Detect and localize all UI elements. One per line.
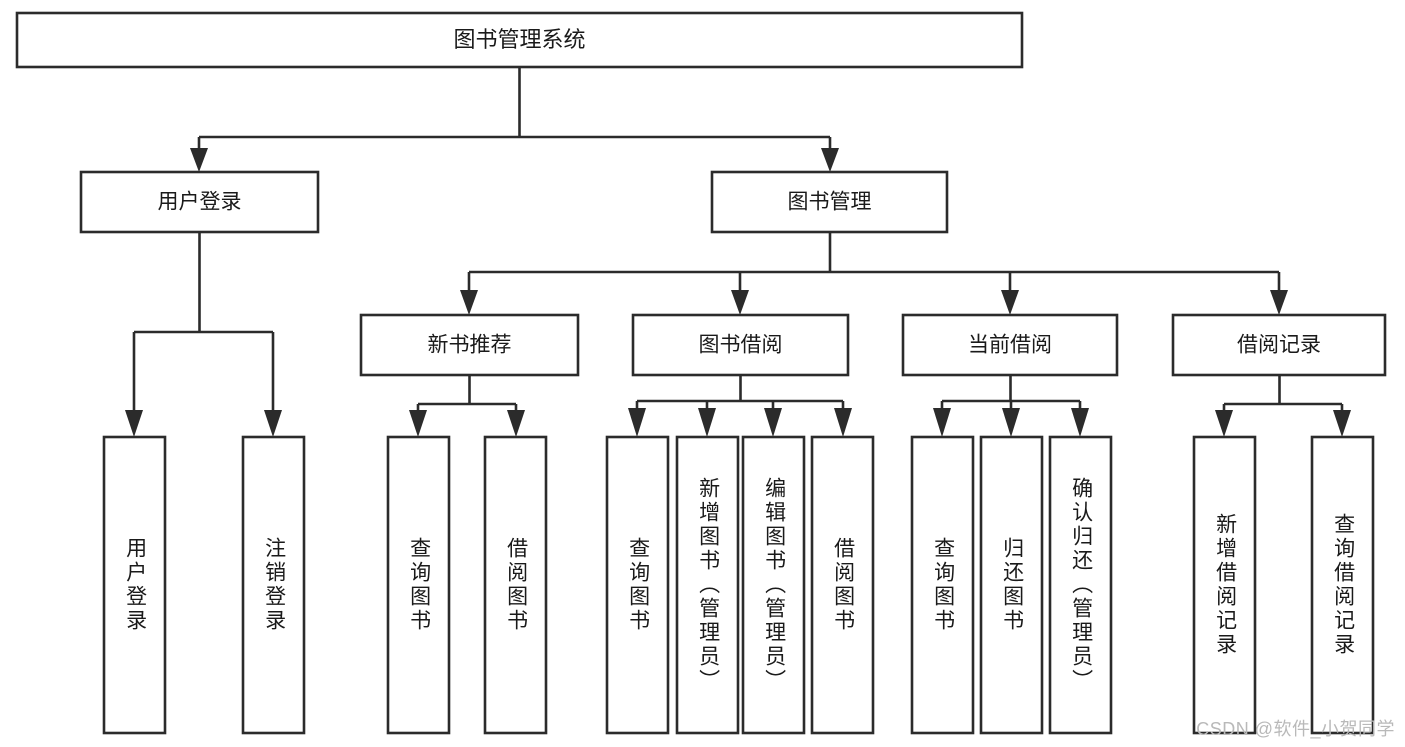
node-current-borrow[interactable]: 当前借阅 (901, 313, 1119, 377)
node-new-book-recommend-box[interactable] (359, 313, 580, 377)
arrowhead-user-login (190, 148, 208, 172)
node-borrow-record[interactable]: 借阅记录 (1171, 313, 1387, 377)
node-root-box[interactable] (15, 11, 1024, 69)
arrowhead-leaf-logout (264, 410, 282, 437)
node-book-manage-label: 图书管理 (788, 191, 872, 214)
leaf-query-record-box[interactable] (1310, 435, 1375, 735)
leaf-user-login-box[interactable] (102, 435, 167, 735)
node-book-manage-box[interactable] (710, 170, 949, 234)
arrowhead-current-borrow (1001, 290, 1019, 315)
arrowhead-leaf-add-record (1215, 410, 1233, 437)
node-book-borrow[interactable]: 图书借阅 (631, 313, 850, 377)
node-book-manage[interactable]: 图书管理 (710, 170, 949, 234)
leaf-box-layer (102, 435, 1375, 735)
node-new-book-recommend[interactable]: 新书推荐 (359, 313, 580, 377)
watermark-text: CSDN @软件_小贺同学 (1196, 719, 1395, 739)
arrowhead-leaf-edit-book (764, 408, 782, 437)
node-user-login[interactable]: 用户登录 (79, 170, 320, 234)
arrowhead-leaf-add-book (698, 408, 716, 437)
arrowhead-leaf-borrow-book-rec (507, 410, 525, 437)
leaf-query-book-rec-box[interactable] (386, 435, 451, 735)
arrowhead-new-book-recommend (460, 290, 478, 315)
leaf-query-book-current-box[interactable] (910, 435, 975, 735)
arrowhead-leaf-query-book-rec (409, 410, 427, 437)
leaf-borrow-book-box[interactable] (810, 435, 875, 735)
node-root[interactable]: 图书管理系统 (15, 11, 1024, 69)
arrowhead-leaf-borrow-book (834, 408, 852, 437)
arrowhead-leaf-query-book-borrow (628, 408, 646, 437)
leaf-add-book-box[interactable] (675, 435, 740, 735)
node-user-login-box[interactable] (79, 170, 320, 234)
node-user-login-label: 用户登录 (158, 191, 242, 214)
arrowhead-borrow-record (1270, 290, 1288, 315)
arrowhead-leaf-query-book-current (933, 408, 951, 437)
arrowhead-leaf-query-record (1333, 410, 1351, 437)
node-current-borrow-box[interactable] (901, 313, 1119, 377)
arrowhead-book-manage (821, 148, 839, 172)
leaf-add-record-box[interactable] (1192, 435, 1257, 735)
node-current-borrow-label: 当前借阅 (968, 334, 1052, 357)
leaf-return-book-box[interactable] (979, 435, 1044, 735)
leaf-edit-book-box[interactable] (741, 435, 806, 735)
node-root-label: 图书管理系统 (453, 27, 585, 52)
arrowhead-leaf-confirm-return (1071, 408, 1089, 437)
arrowhead-book-borrow (731, 290, 749, 315)
leaf-query-book-borrow-box[interactable] (605, 435, 670, 735)
arrowhead-leaf-return-book (1002, 408, 1020, 437)
leaf-logout-box[interactable] (241, 435, 306, 735)
arrowhead-leaf-user-login (125, 410, 143, 437)
node-new-book-recommend-label: 新书推荐 (428, 334, 512, 357)
connector-layer (125, 67, 1351, 437)
node-book-borrow-label: 图书借阅 (699, 334, 783, 357)
node-book-borrow-box[interactable] (631, 313, 850, 377)
node-borrow-record-box[interactable] (1171, 313, 1387, 377)
leaf-confirm-return-box[interactable] (1048, 435, 1113, 735)
leaf-borrow-book-rec-box[interactable] (483, 435, 548, 735)
node-borrow-record-label: 借阅记录 (1237, 334, 1321, 357)
